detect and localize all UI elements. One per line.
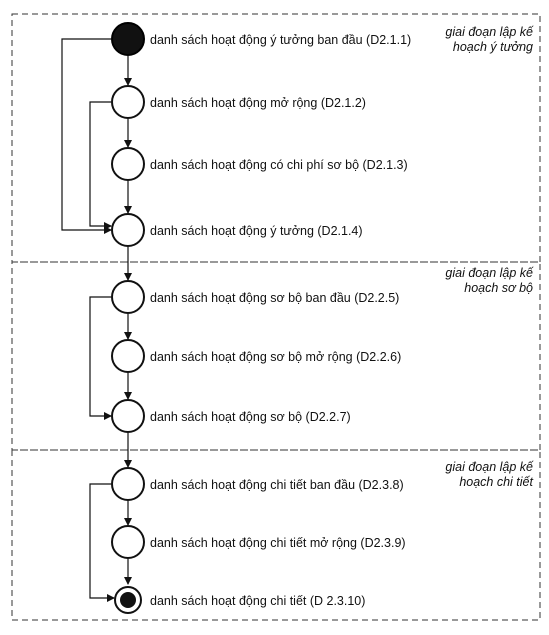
- stage-box-3: [11, 449, 541, 621]
- state-node-2: [111, 85, 145, 119]
- stage-label-2-line1: giai đoạn lập kế: [445, 266, 533, 280]
- state-node-8: [111, 467, 145, 501]
- state-node-6: [111, 339, 145, 373]
- state-node-3: [111, 147, 145, 181]
- node-label-8: danh sách hoạt động chi tiết ban đầu (D2…: [150, 478, 404, 492]
- stage-label-3-line1: giai đoạn lập kế: [445, 460, 533, 474]
- stage-label-2-line2: hoạch sơ bộ: [464, 281, 533, 295]
- bypass-arrow-5-7: [89, 296, 112, 420]
- stage-label-1-line1: giai đoạn lập kế: [445, 25, 533, 39]
- node-label-7: danh sách hoạt động sơ bộ (D2.2.7): [150, 410, 351, 424]
- bypass-arrow-8-10: [89, 483, 115, 602]
- node-label-2: danh sách hoạt động mở rộng (D2.1.2): [150, 96, 366, 110]
- stage-label-1: giai đoạn lập kế hoạch ý tưởng: [445, 25, 533, 55]
- state-node-7: [111, 399, 145, 433]
- state-node-4: [111, 213, 145, 247]
- end-node-dot: [120, 592, 136, 608]
- start-node: [111, 22, 145, 56]
- node-label-10: danh sách hoạt động chi tiết (D 2.3.10): [150, 594, 366, 608]
- node-label-1: danh sách hoạt động ý tưởng ban đầu (D2.…: [150, 33, 412, 47]
- stage-label-1-line2: hoạch ý tưởng: [452, 40, 533, 54]
- state-node-5: [111, 280, 145, 314]
- node-label-4: danh sách hoạt động ý tưởng (D2.1.4): [150, 224, 363, 238]
- stage-label-3: giai đoạn lập kế hoạch chi tiết: [445, 460, 533, 490]
- stage-label-2: giai đoạn lập kế hoạch sơ bộ: [445, 266, 533, 296]
- node-label-5: danh sách hoạt động sơ bộ ban đầu (D2.2.…: [150, 291, 400, 305]
- node-label-3: danh sách hoạt động có chi phí sơ bộ (D2…: [150, 158, 408, 172]
- stage-label-3-line2: hoạch chi tiết: [459, 475, 533, 489]
- node-label-9: danh sách hoạt động chi tiết mở rộng (D2…: [150, 536, 406, 550]
- state-node-9: [111, 525, 145, 559]
- bypass-arrow-1-4: [61, 38, 112, 234]
- bypass-arrow-2-4: [89, 101, 112, 230]
- node-label-6: danh sách hoạt động sơ bộ mở rộng (D2.2.…: [150, 350, 402, 364]
